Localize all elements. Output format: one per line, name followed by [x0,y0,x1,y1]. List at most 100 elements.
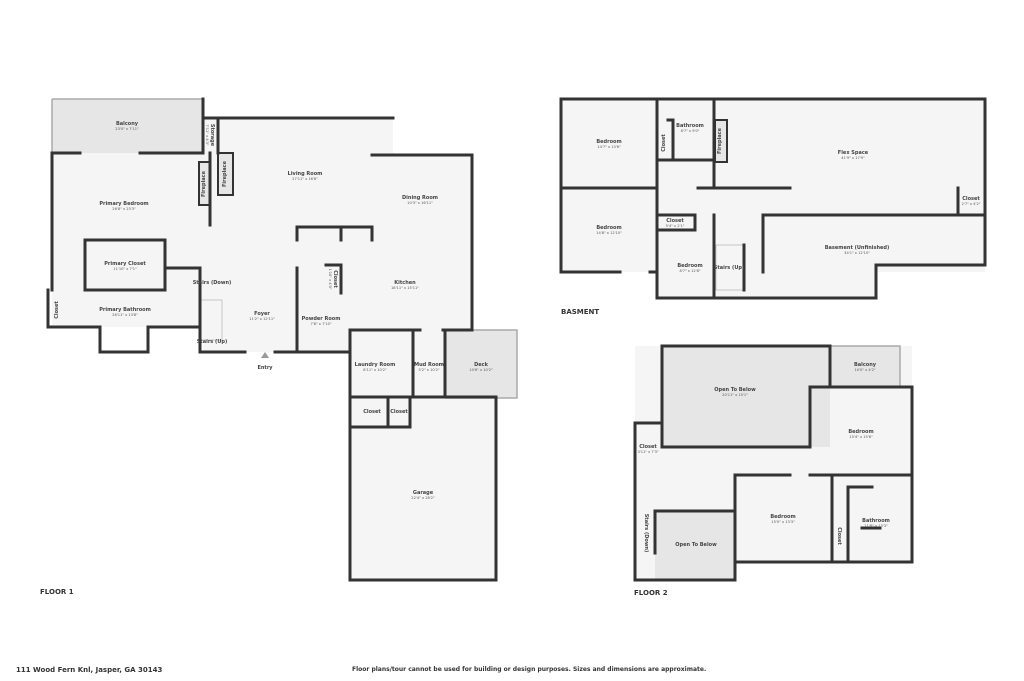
room-name: Bedroom [770,514,795,520]
open-to-below-area [655,511,735,580]
room-dimensions: 14'7" x 13'6" [597,145,621,149]
room-name: Laundry Room [355,362,396,368]
room-dimensions: 34'1" x 12'10" [844,251,870,255]
room-dimensions: 23'0" x 7'11" [115,127,139,131]
open-to-below-area [662,346,830,447]
room-dimensions: 18'11" x 15'11" [391,286,419,290]
room-dimensions: 11'8" x 13'3" [864,524,888,528]
room-dimensions: 10'3" x 16'11" [407,201,433,205]
room-label: Closet [661,134,667,152]
room-name: Dining Room [402,195,438,201]
room-dimensions: 10'0" x 4'2" [854,368,875,372]
room-name: Flex Space [838,150,869,156]
room-name: Garage [413,490,434,496]
room-name: Balcony [116,121,139,127]
room-dimensions: 7'8" x 7'10" [310,322,331,326]
basement-label: BASMENT [561,308,599,316]
basement-plan [559,97,987,300]
disclaimer: Floor plans/tour cannot be used for buil… [352,666,707,673]
room-name: Powder Room [302,316,341,322]
room-name: Closet [962,196,980,202]
room-name: Primary Closet [104,261,146,267]
room-name: Closet [332,270,338,288]
room-dimensions: 3'11" x 7'3" [637,450,658,454]
room-dimensions: 2'7" x 4'2" [962,202,981,206]
room-name: Basement (Unfinished) [825,245,890,251]
room-name: Primary Bedroom [99,201,148,207]
room-name: Fireplace [201,170,207,197]
floor-2-plan [633,344,932,592]
room-name: Fireplace [222,160,228,187]
room-name: Closet [363,409,381,415]
entry-arrow-icon [261,352,269,358]
room-name: Open To Below [714,387,756,393]
room-name: Deck [474,362,489,368]
room-dimensions: 10'6" x 10'2" [469,368,493,372]
room-dimensions: 11'2" x 12'11" [249,317,275,321]
fireplace-icon [217,152,234,196]
room-name: Closet [666,218,684,224]
room-dimensions: 5'4" x 2'1" [666,224,685,228]
room-label: Stairs (Up) [197,339,227,345]
room-label: Closet [54,301,60,319]
room-name: Balcony [854,362,877,368]
room-name: Bathroom [862,518,890,524]
room-name: Bedroom [848,429,873,435]
room-label: Closet [390,409,408,415]
room-name: Closet [836,527,842,545]
room-name: Closet [390,409,408,415]
room-dimensions: 8'7" x 12'8" [679,269,700,273]
room-label: Fireplace [717,127,723,154]
stairs-icon [199,299,223,341]
room-name: Primary Bathroom [99,307,151,313]
property-address: 111 Wood Fern Knl, Jasper, GA 30143 [16,666,163,674]
room-dimensions: 15'4" x 15'6" [849,435,873,439]
room-label: Basement (Unfinished)34'1" x 12'10" [825,245,890,255]
stairs-icon [715,244,745,291]
room-label: Stairs (Down) [193,280,232,286]
room-dimensions: 5'2" x 10'2" [418,368,439,372]
room-label: Stairs (Down) [643,514,649,553]
room-name: Bathroom [676,123,704,129]
floor-1-label: FLOOR 1 [40,588,74,596]
room-label: Fireplace [222,160,228,187]
floor-1-plan [46,97,518,582]
room-name: Kitchen [394,280,416,286]
room-name: Closet [54,301,60,319]
room-name: Storage [209,124,215,147]
room-dimensions: 14'8" x 12'10" [596,231,622,235]
room-dimensions: 27'11" x 16'8" [292,177,318,181]
room-name: Stairs (Up) [197,339,227,345]
room-label: Fireplace [201,170,207,197]
room-label: Stairs (Up) [714,265,744,271]
room-name: Bedroom [677,263,702,269]
room-name: Closet [639,444,657,450]
entry-label: Entry [257,365,273,371]
room-label: Closet [363,409,381,415]
room-dimensions: 20'11" x 15'1" [722,393,748,397]
floor-2-label: FLOOR 2 [634,589,668,597]
room-name: Bedroom [596,225,621,231]
room-dimensions: 11'10" x 7'1" [113,267,137,271]
